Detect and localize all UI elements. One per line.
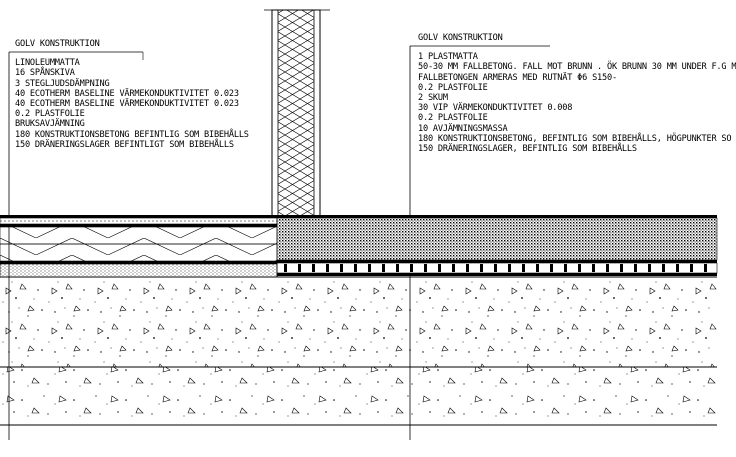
vip-joint	[298, 264, 301, 272]
left-layer-7: BRUKSAVJÄMNING	[15, 119, 85, 130]
vip-joint	[634, 264, 637, 272]
vip-panel-joints	[284, 264, 707, 272]
right-note-title: GOLV KONSTRUKTION	[418, 33, 503, 43]
right-layer-3: FALLBETONGEN ARMERAS MED RUTNÄT Φ6 s150-	[418, 72, 617, 83]
vip-joint	[676, 264, 679, 272]
right-layer-10: 150 DRÄNERINGSLAGER, BEFINTLIG SOM BIBEH…	[418, 144, 637, 155]
vip-joint	[326, 264, 329, 272]
vip-joint	[606, 264, 609, 272]
right-layer-2: 50-30 MM FALLBETONG. FALL MOT BRUNN . ÖK…	[418, 62, 736, 73]
right-floor-note: GOLV KONSTRUKTION 1 PLASTMATTA 50-30 MM …	[418, 33, 736, 154]
vip-joint	[494, 264, 497, 272]
vip-joint	[648, 264, 651, 272]
right-layer-7: 0.2 PLASTFOLIE	[418, 113, 488, 124]
vip-joint	[340, 264, 343, 272]
vip-joint	[396, 264, 399, 272]
left-floor-layers	[0, 215, 278, 278]
vip-joint	[536, 264, 539, 272]
right-layer-8: 10 AVJÄMNINGSMASSA	[418, 123, 508, 134]
vip-joint	[662, 264, 665, 272]
concrete-slab	[0, 277, 717, 367]
left-layer-6: 0.2 PLASTFOLIE	[15, 109, 85, 120]
vip-joint	[480, 264, 483, 272]
vip-joint	[284, 264, 287, 272]
left-layer-4: 40 ECOTHERM BASELINE VÄRMEKONDUKTIVITET …	[15, 88, 239, 99]
vip-joint	[312, 264, 315, 272]
left-layer-3: 3 STEGLJUDSDÄMPNING	[15, 78, 110, 89]
vip-joint	[368, 264, 371, 272]
left-layer-9: 150 DRÄNERINGSLAGER BEFINTLIGT SOM BIBEH…	[15, 139, 234, 150]
vip-joint	[410, 264, 413, 272]
vip-joint	[424, 264, 427, 272]
vip-joint	[620, 264, 623, 272]
vip-joint	[550, 264, 553, 272]
floor-section-drawing	[0, 9, 718, 440]
vip-joint	[564, 264, 567, 272]
vip-joint	[438, 264, 441, 272]
right-layer-4: 0.2 PLASTFOLIE	[418, 82, 488, 93]
left-layer-1: LINOLEUMMATTA	[15, 58, 80, 69]
left-floor-note: GOLV KONSTRUKTION LINOLEUMMATTA 16 SPÅNS…	[15, 39, 249, 150]
vip-joint	[690, 264, 693, 272]
right-layer-5: 2 SKUM	[418, 93, 448, 104]
vip-joint	[508, 264, 511, 272]
right-layer-9: 180 KONSTRUKTIONSBETONG, BEFINTLIG SOM B…	[418, 133, 732, 144]
left-layer-2: 16 SPÅNSKIVA	[15, 68, 75, 79]
drainage-layer	[0, 367, 717, 425]
vip-joint	[354, 264, 357, 272]
right-layer-1: 1 PLASTMATTA	[418, 52, 478, 63]
left-layer-5: 40 ECOTHERM BASELINE VÄRMEKONDUKTIVITET …	[15, 99, 239, 110]
vip-joint	[522, 264, 525, 272]
left-note-title: GOLV KONSTRUKTION	[15, 39, 100, 49]
vip-joint	[466, 264, 469, 272]
vip-joint	[592, 264, 595, 272]
vip-joint	[578, 264, 581, 272]
right-layer-6: 30 VIP VÄRMEKONDUKTIVITET 0.008	[418, 103, 573, 114]
left-layer-8: 180 KONSTRUKTIONSBETONG BEFINTLIG SOM BI…	[15, 129, 249, 140]
vip-joint	[382, 264, 385, 272]
vip-joint	[704, 264, 707, 272]
wall	[264, 9, 330, 219]
vip-joint	[452, 264, 455, 272]
